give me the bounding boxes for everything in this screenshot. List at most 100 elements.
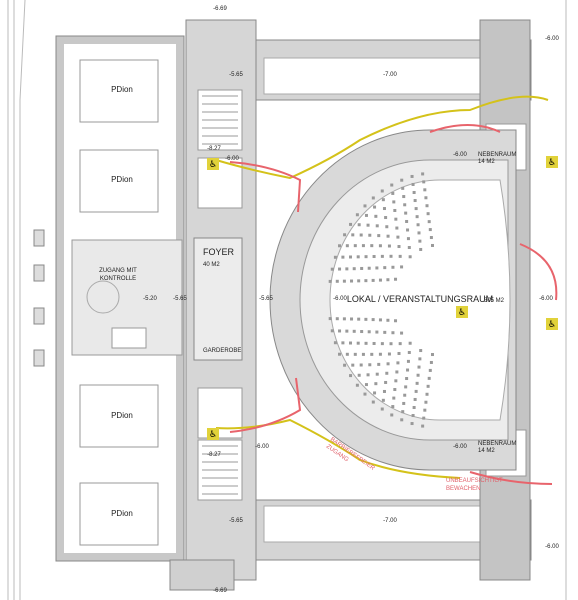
seat xyxy=(427,376,431,380)
seat xyxy=(390,413,394,417)
seat xyxy=(386,234,390,238)
seat xyxy=(410,174,414,178)
seat xyxy=(403,203,407,207)
seat xyxy=(391,265,395,269)
seat xyxy=(361,352,365,356)
level-neben-top: -6.00 xyxy=(453,152,467,158)
seat xyxy=(393,388,397,392)
seat xyxy=(430,243,434,247)
seat xyxy=(408,341,412,345)
seat xyxy=(406,237,410,241)
seat xyxy=(391,405,395,409)
seat xyxy=(330,267,334,271)
seat xyxy=(410,422,414,426)
level-right-mid: -6.00 xyxy=(539,296,553,302)
seat xyxy=(401,186,405,190)
seat xyxy=(380,342,384,346)
seat xyxy=(375,330,379,334)
routes xyxy=(215,95,558,485)
seat xyxy=(373,205,377,209)
seat xyxy=(352,267,356,271)
seat xyxy=(378,352,382,356)
seat xyxy=(375,372,379,376)
seat xyxy=(357,373,361,377)
seat xyxy=(419,247,423,251)
seat xyxy=(389,342,393,346)
seat xyxy=(413,397,417,401)
seat xyxy=(342,317,346,321)
seat xyxy=(396,361,400,365)
label-foyer-area: 40 M2 xyxy=(203,262,220,268)
seat xyxy=(418,357,422,361)
seat xyxy=(426,212,430,216)
seat xyxy=(364,213,368,217)
label-garderobe: GARDEROBE xyxy=(203,348,241,354)
seat xyxy=(377,234,381,238)
seat xyxy=(429,360,433,364)
seat xyxy=(391,191,395,195)
seat xyxy=(386,278,390,282)
seat xyxy=(398,342,402,346)
label-main-hall: LOKAL / VERANSTALTUNGSRAUM xyxy=(347,294,493,304)
seat xyxy=(382,389,386,393)
label-nebenraum-top: NEBENRAUM xyxy=(478,152,516,158)
seat xyxy=(350,279,354,283)
seat xyxy=(367,266,371,270)
seat xyxy=(363,392,367,396)
seat xyxy=(375,266,379,270)
seat xyxy=(415,381,419,385)
seat xyxy=(411,182,415,186)
seat xyxy=(371,278,375,282)
seat xyxy=(371,318,375,322)
seat xyxy=(406,359,410,363)
seat xyxy=(407,246,411,250)
label-zugang-2: KONTROLLE xyxy=(100,276,136,282)
label-pdion-2: PDion xyxy=(111,175,133,184)
seat xyxy=(394,319,398,323)
level-lift-top: -6.00 xyxy=(225,156,239,162)
seat xyxy=(378,244,382,248)
wheelchair-icon: ♿ xyxy=(546,318,558,330)
level-hall: -6.00 xyxy=(333,296,347,302)
seat xyxy=(413,199,417,203)
left-wing xyxy=(55,35,185,562)
seat xyxy=(425,392,429,396)
seat xyxy=(405,219,409,223)
seat xyxy=(381,398,385,402)
label-main-hall-area: 305 M2 xyxy=(484,298,505,304)
seat xyxy=(402,195,406,199)
level-neben-bottom: -6.00 xyxy=(453,444,467,450)
level-right-top: -6.00 xyxy=(545,36,559,42)
seat xyxy=(373,391,377,395)
label-pdion-4: PDion xyxy=(111,509,133,518)
room-pdion-2 xyxy=(79,149,159,213)
seat xyxy=(400,178,404,182)
seat xyxy=(422,416,426,420)
seat xyxy=(370,352,374,356)
seat xyxy=(417,365,421,369)
seat xyxy=(333,255,337,259)
level-bottom: -6.69 xyxy=(213,588,227,594)
seat xyxy=(423,408,427,412)
seat xyxy=(394,379,398,383)
seat xyxy=(389,254,393,258)
seat xyxy=(397,351,401,355)
seating xyxy=(328,172,434,428)
seat xyxy=(341,255,345,259)
svg-text:♿: ♿ xyxy=(548,320,556,330)
seat xyxy=(355,213,359,217)
label-nebenraum-top-area: 14 M2 xyxy=(478,159,495,165)
room-pdion-4 xyxy=(79,482,159,546)
seat xyxy=(383,330,387,334)
seat xyxy=(338,352,342,356)
annotation-unattended-2: BEWACHEN xyxy=(446,486,480,492)
seat xyxy=(402,401,406,405)
room-pdion-3 xyxy=(79,384,159,448)
seat xyxy=(430,353,434,357)
seat xyxy=(428,368,432,372)
seat xyxy=(380,189,384,193)
wheelchair-icon: ♿ xyxy=(456,306,468,318)
seat xyxy=(335,279,339,283)
seat xyxy=(380,407,384,411)
seat xyxy=(400,331,404,335)
